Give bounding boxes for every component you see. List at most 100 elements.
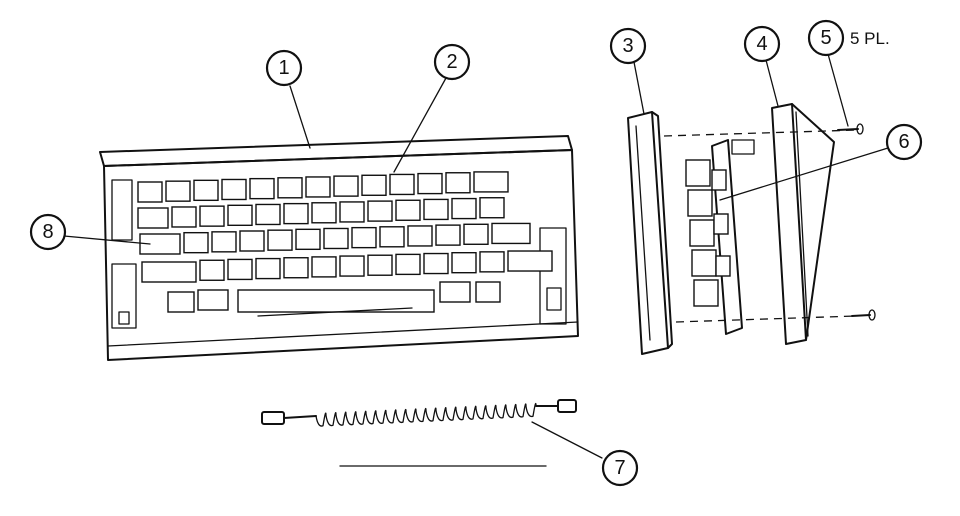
keycap	[323, 227, 349, 250]
keycap	[439, 281, 471, 303]
keycap	[367, 200, 393, 222]
keycap	[255, 203, 281, 226]
keycap	[167, 291, 195, 313]
key-module	[685, 139, 755, 335]
keycap	[139, 233, 181, 255]
cable-connector-right	[557, 399, 577, 413]
left-indicator-panel	[111, 179, 133, 241]
module-switch-1	[711, 169, 727, 191]
leader-3	[633, 61, 645, 115]
module-key-3	[689, 219, 715, 247]
keycap	[255, 257, 281, 280]
screw-quantity-note: 5 PL.	[850, 29, 890, 48]
keycap	[339, 255, 365, 277]
module-key-5	[693, 279, 719, 307]
keycap	[283, 202, 309, 225]
leader-6	[719, 147, 889, 201]
keyboard-bottom-lip	[107, 321, 579, 347]
keycap	[351, 226, 377, 249]
keycap	[197, 289, 229, 311]
callout-1: 1	[265, 49, 303, 87]
module-switch-2	[713, 213, 729, 235]
keycap	[227, 204, 253, 227]
keycap	[277, 177, 303, 199]
alignment-line-top	[663, 129, 859, 137]
back-plate	[771, 103, 835, 345]
keyboard-assembly	[99, 135, 579, 361]
callout-3-number: 3	[622, 35, 633, 57]
callout-7: 7	[601, 449, 639, 487]
callout-6-number: 6	[898, 131, 909, 153]
right-led	[546, 287, 562, 311]
callout-4: 4	[743, 25, 781, 63]
keycap	[407, 225, 433, 247]
keycap	[463, 223, 489, 245]
keycap	[507, 250, 553, 272]
callout-3: 3	[609, 27, 647, 65]
keycap	[339, 201, 365, 223]
screw-top	[837, 123, 864, 135]
module-connector	[731, 139, 755, 155]
keycap	[333, 175, 359, 197]
callout-5-number: 5	[820, 27, 831, 49]
keycap	[295, 228, 321, 251]
keycap	[165, 180, 191, 202]
leader-4	[765, 59, 779, 107]
keyboard-frame	[627, 111, 673, 355]
keycap	[199, 259, 225, 281]
keycap	[423, 252, 449, 275]
keycap	[211, 231, 237, 253]
leader-5	[827, 53, 849, 127]
keycap	[227, 258, 253, 281]
keycap	[283, 257, 309, 279]
callout-7-number: 7	[614, 457, 625, 479]
module-key-4	[691, 249, 717, 277]
keycap	[171, 206, 197, 228]
back-plate-body	[771, 103, 807, 345]
keycap	[479, 197, 505, 219]
keycap	[305, 176, 331, 198]
keycap	[395, 199, 421, 221]
key-grid	[137, 171, 553, 313]
keycap	[141, 261, 197, 283]
keyboard-body	[103, 149, 579, 361]
back-plate-wedge	[791, 103, 835, 341]
keycap	[193, 179, 219, 202]
cable-coil	[315, 402, 537, 427]
keycap	[473, 171, 509, 193]
keycap	[267, 229, 293, 251]
callout-8: 8	[29, 213, 67, 251]
keycap	[417, 172, 443, 195]
keycap	[367, 254, 393, 276]
left-led	[118, 311, 130, 325]
keycap	[311, 256, 337, 278]
frame-edge	[651, 111, 673, 349]
callout-4-number: 4	[756, 33, 767, 55]
leader-2	[393, 77, 447, 173]
keycap	[423, 198, 449, 221]
callout-6: 6	[885, 123, 923, 161]
keycap	[311, 202, 337, 224]
module-key-2	[687, 189, 713, 217]
left-lower-panel	[111, 263, 137, 329]
keycap	[361, 174, 387, 196]
spacebar-stabilizer	[257, 307, 413, 317]
callout-2-number: 2	[446, 51, 457, 73]
keycap	[479, 251, 505, 273]
back-plate-inner	[795, 111, 809, 337]
cable-connector-left	[261, 411, 285, 425]
module-key-1	[685, 159, 711, 187]
keycap	[199, 205, 225, 227]
coiled-cable	[261, 399, 577, 427]
leader-lines	[63, 53, 889, 459]
keycap	[137, 181, 163, 203]
leader-7	[531, 421, 603, 459]
keycap	[221, 178, 247, 201]
keycap	[239, 230, 265, 252]
keycap	[475, 281, 501, 303]
leader-1	[289, 85, 311, 149]
keycap	[249, 177, 275, 200]
keycap	[137, 207, 169, 229]
callout-2: 2	[433, 43, 471, 81]
keycap	[395, 253, 421, 276]
